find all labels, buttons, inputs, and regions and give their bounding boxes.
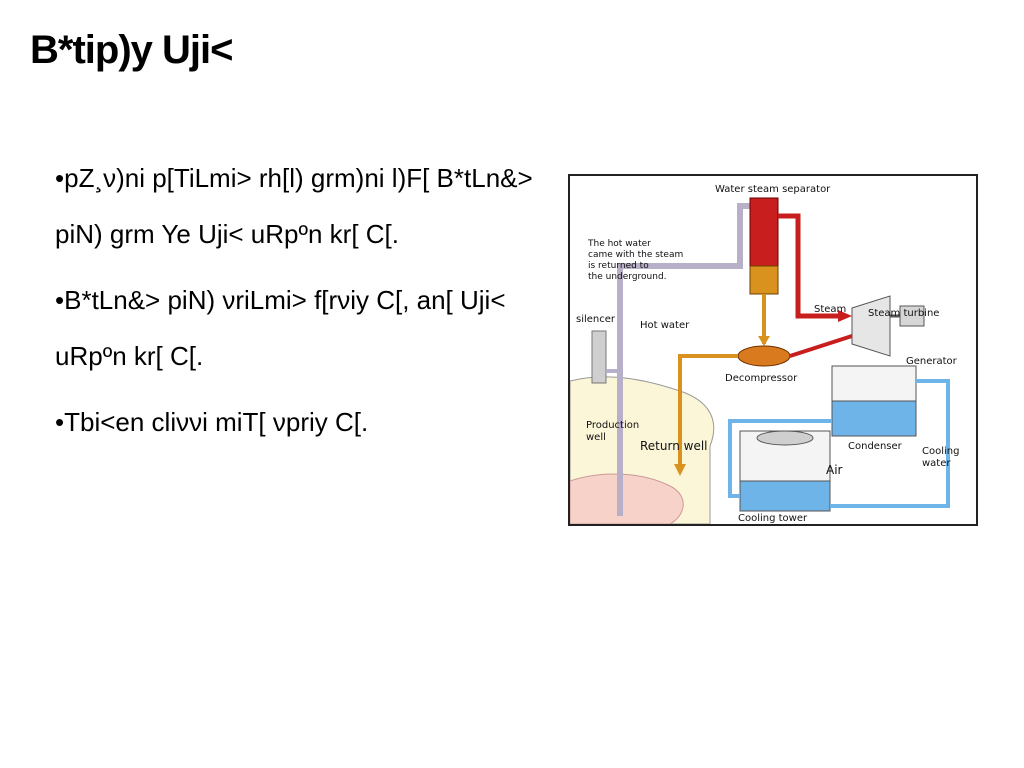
label-decompressor: Decompressor	[725, 373, 798, 384]
silencer-unit	[591, 330, 607, 384]
label-production-well: well	[586, 432, 606, 443]
decompressor-tank	[737, 345, 791, 367]
label-steam: Steam	[814, 304, 846, 315]
label-air: Air	[826, 463, 843, 477]
return-water-pipe	[678, 354, 738, 466]
cooling-water-pipe	[830, 379, 950, 508]
label-note: came with the steam	[588, 250, 683, 260]
geothermal-plant-diagram: Water steam separator The hot water came…	[568, 174, 978, 526]
cooling-tower-water	[739, 480, 831, 512]
label-note: the underground.	[588, 272, 667, 282]
decompressor-steam-pipe	[789, 334, 853, 358]
label-separator: Water steam separator	[715, 184, 831, 195]
return-pipe	[617, 203, 750, 516]
steam-turbine	[851, 295, 891, 357]
separator-bottom	[749, 265, 779, 295]
arrow-down-icon	[758, 336, 770, 346]
label-silencer: silencer	[576, 314, 616, 325]
label-cooling-water: water	[922, 458, 951, 469]
steam-pipe	[778, 213, 838, 319]
label-steam-turbine: Steam turbine	[868, 308, 939, 319]
bullet-item: •Tbi<en cliννi miT[ νpriy C[.	[55, 407, 369, 437]
slide-title: B*tip)y Uji<	[30, 28, 233, 72]
arrow-down-icon	[674, 464, 686, 476]
label-cooling-water: Cooling	[922, 446, 959, 457]
cooling-fan	[756, 430, 814, 446]
condenser-to-tower-pipe	[728, 419, 832, 498]
condenser-water	[831, 400, 917, 437]
bullet-item: •B*tLn&> piN) νriLmi> f[rνiy C[, an[ Uji…	[55, 285, 506, 371]
label-condenser: Condenser	[848, 441, 903, 452]
label-cooling-tower: Cooling tower	[738, 513, 808, 524]
label-note: is returned to	[588, 261, 649, 271]
diagram-canvas: Water steam separator The hot water came…	[570, 184, 959, 524]
label-return-well: Return well	[640, 439, 708, 453]
bullet-item: •pZ¸ν)ni p[TiLmi> rh[l) grm)ni l)F[ B*tL…	[55, 163, 533, 249]
label-hot-water: Hot water	[640, 320, 690, 331]
label-production-well: Production	[586, 420, 639, 431]
label-generator: Generator	[906, 356, 958, 367]
hot-reservoir	[570, 473, 684, 524]
label-note: The hot water	[587, 239, 651, 249]
bullet-list: •pZ¸ν)ni p[TiLmi> rh[l) grm)ni l)F[ B*tL…	[55, 150, 535, 460]
arrow-right-icon	[838, 310, 852, 322]
